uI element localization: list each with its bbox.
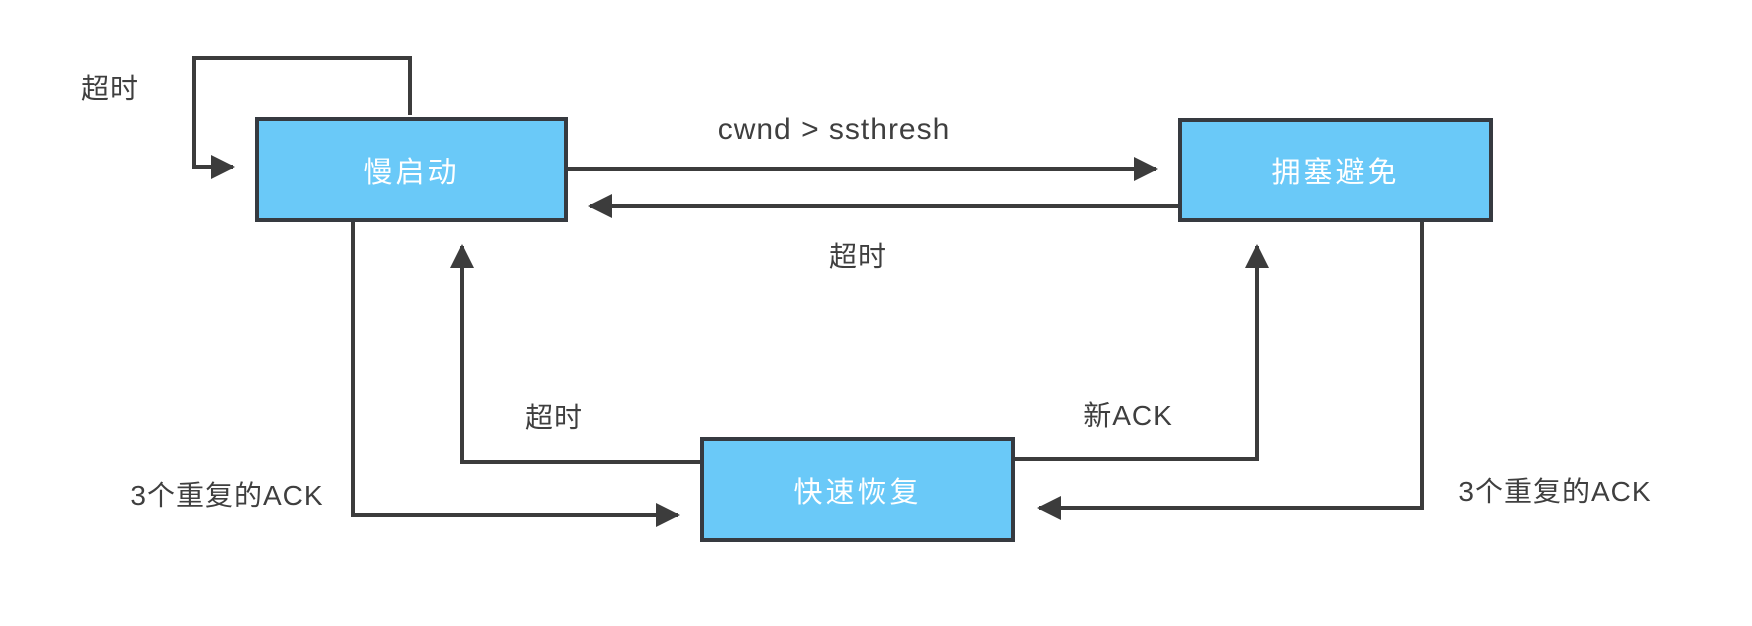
edge-slow-start-self-loop xyxy=(192,56,412,179)
label-3-dup-ack-right: 3个重复的ACK xyxy=(1458,476,1652,507)
label-cwnd-gt-ssthresh: cwnd > ssthresh xyxy=(717,113,951,146)
label-timeout-self-loop: 超时 xyxy=(80,73,140,104)
state-fast-recovery: 快速恢复 xyxy=(700,437,1015,542)
state-congestion-avoidance: 拥塞避免 xyxy=(1178,118,1493,222)
label-3-dup-ack-left: 3个重复的ACK xyxy=(130,480,324,511)
edge-fast-recovery-to-slow-start xyxy=(450,244,700,464)
edge-slow-start-to-fast-recovery xyxy=(351,222,680,527)
state-slow-start: 慢启动 xyxy=(255,117,568,222)
label-timeout-fast-to-slow: 超时 xyxy=(524,402,584,433)
edge-fast-recovery-to-congestion-avoidance xyxy=(1015,244,1269,461)
edge-congestion-avoidance-to-fast-recovery xyxy=(1037,222,1424,520)
label-new-ack: 新ACK xyxy=(1083,400,1173,431)
label-timeout-congestion-to-slow: 超时 xyxy=(828,241,888,272)
